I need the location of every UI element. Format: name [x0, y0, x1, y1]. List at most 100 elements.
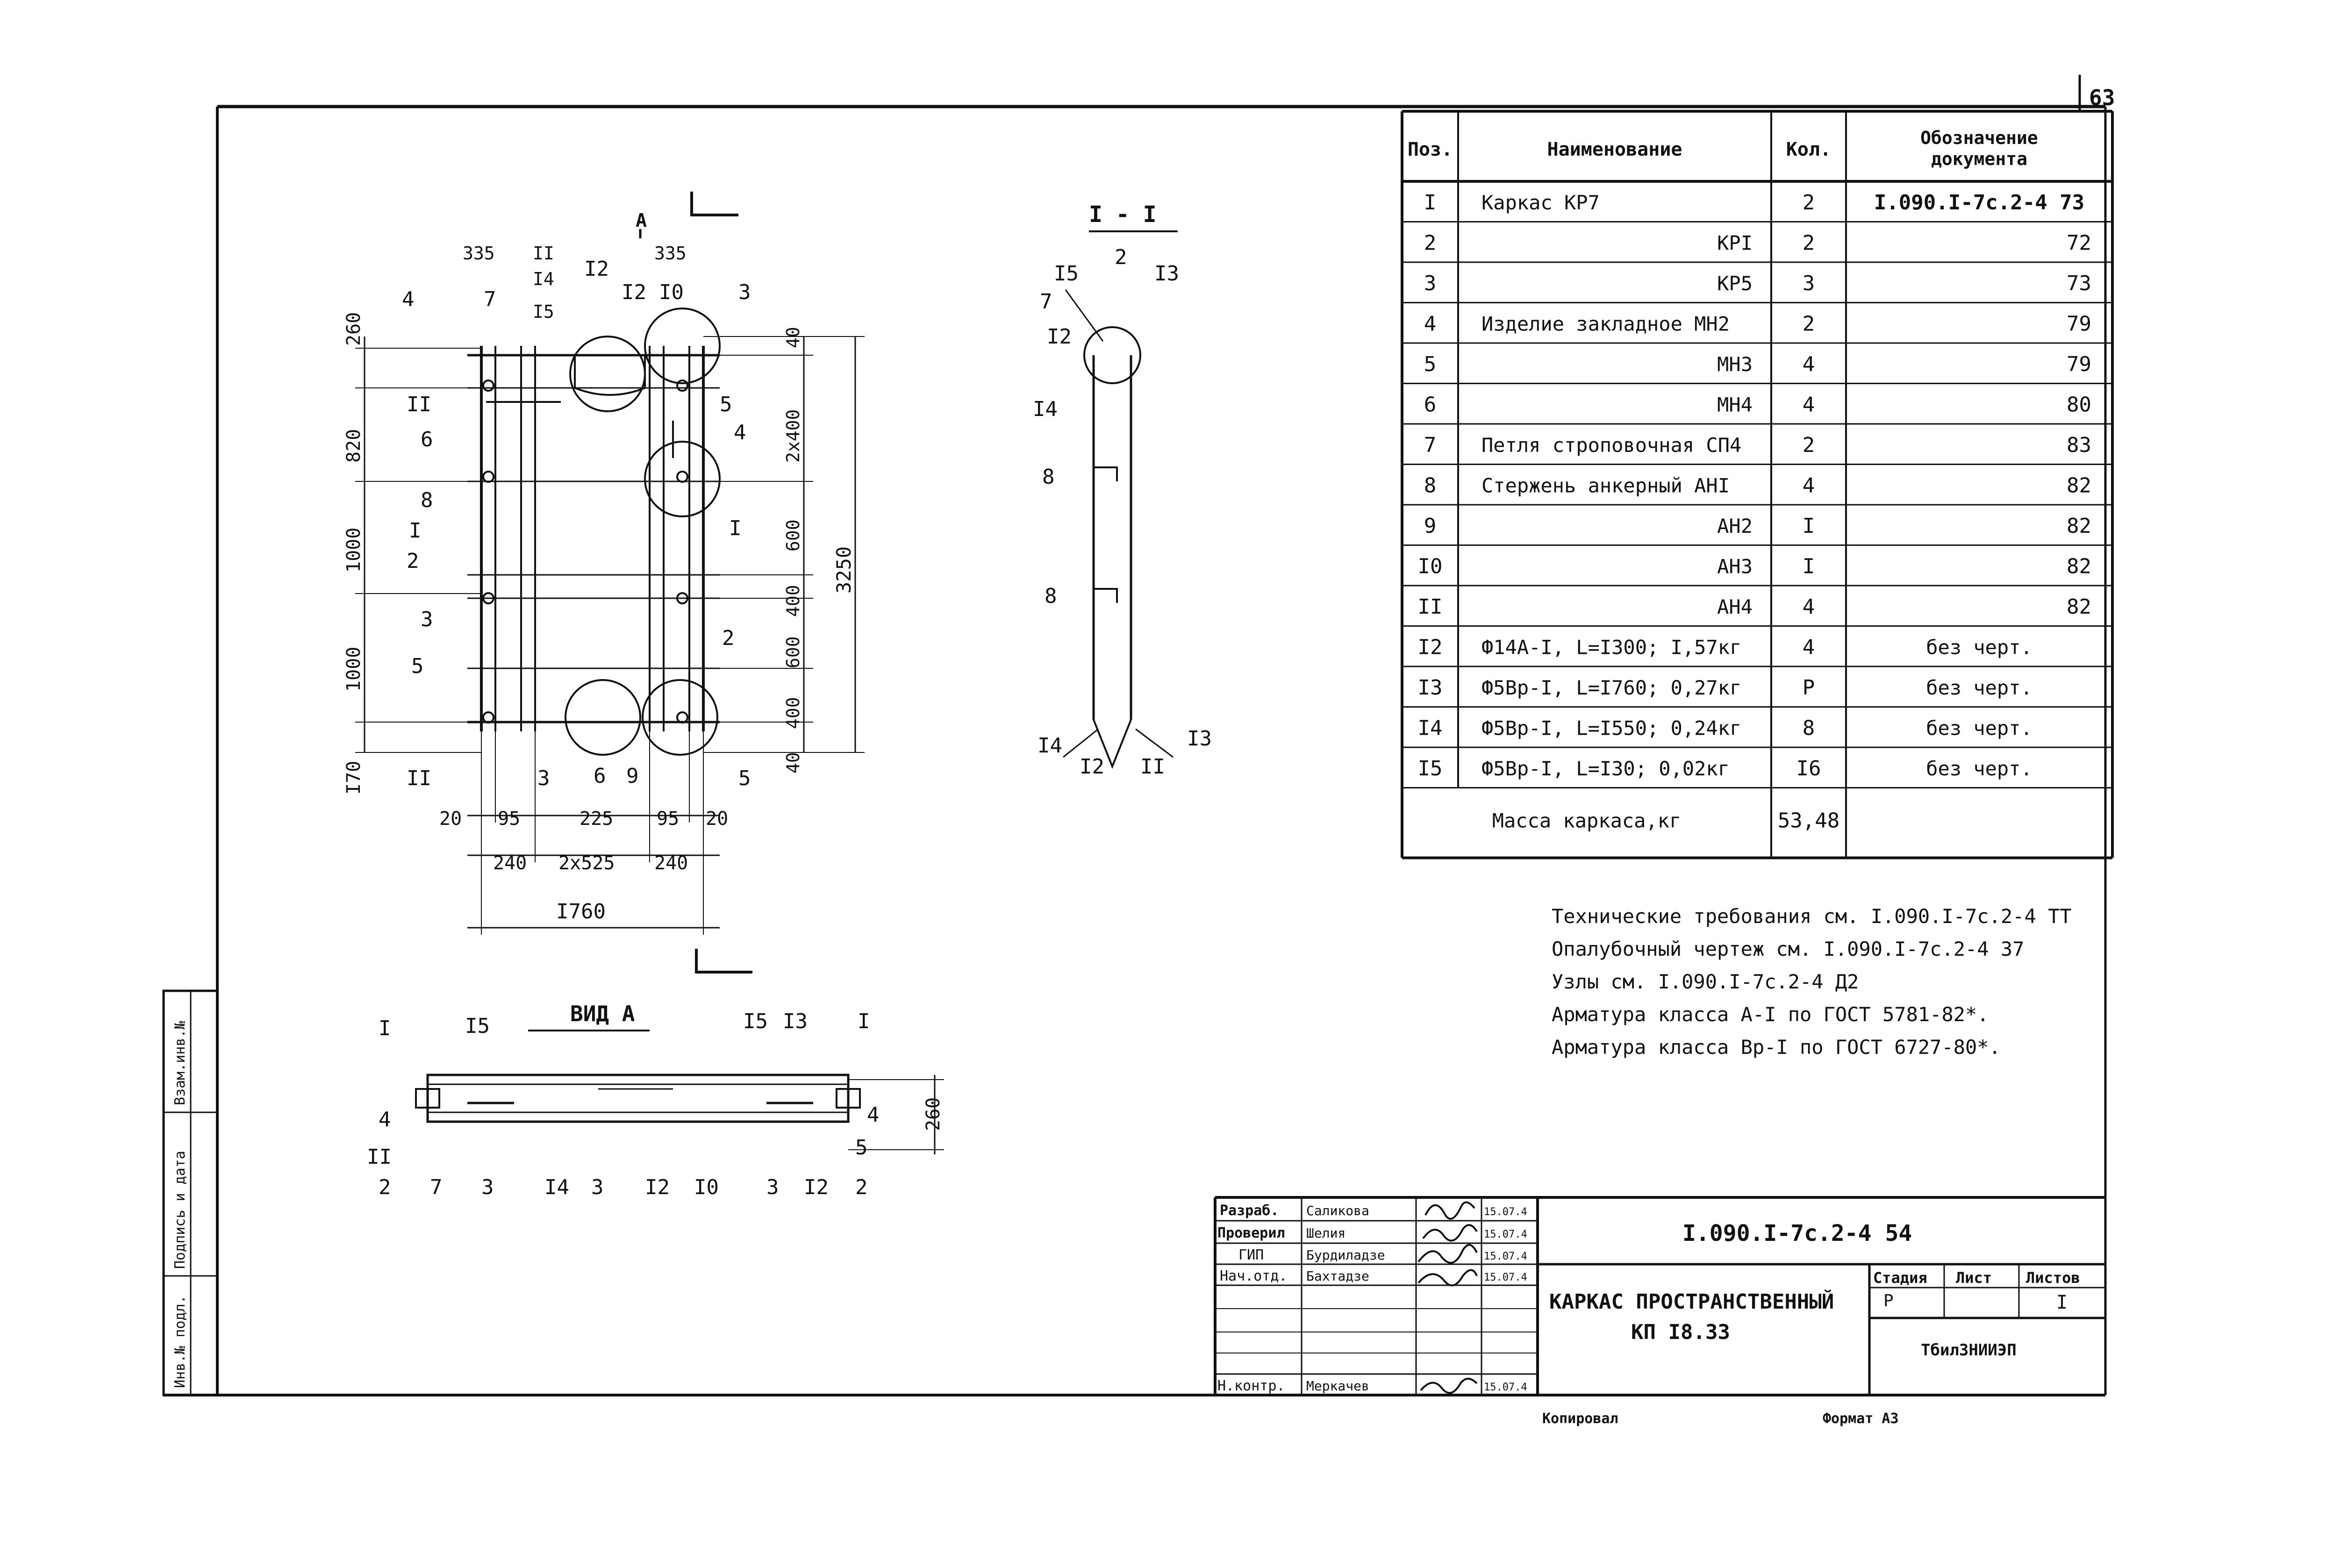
view-a-title: ВИД А — [570, 1001, 635, 1026]
section-marker-a: А — [636, 210, 647, 231]
table-cell-pos: 2 — [1424, 231, 1437, 255]
va-callout-3a: 3 — [481, 1175, 494, 1199]
signer-role-3: ГИП — [1238, 1247, 1264, 1263]
callout-6: 6 — [421, 428, 433, 451]
table-cell-qty: 3 — [1803, 272, 1815, 295]
stage-label: Стадия — [1873, 1269, 1927, 1287]
table-cell-doc: 80 — [2067, 393, 2091, 417]
table-cell-pos: 4 — [1424, 312, 1437, 336]
table-cell-pos: I4 — [1418, 716, 1443, 740]
table-cell-doc: 82 — [2067, 514, 2091, 538]
sec-callout-8b: 8 — [1045, 584, 1057, 608]
signer-role-2: Проверил — [1217, 1225, 1285, 1241]
dim-top-335a: 335 — [463, 243, 495, 264]
callout-6-bottom: 6 — [594, 764, 606, 788]
table-cell-qty: 2 — [1803, 191, 1815, 215]
va-callout-3c: 3 — [766, 1175, 779, 1199]
sec-callout-12-bottom: I2 — [1080, 755, 1104, 779]
table-cell-pos: I3 — [1418, 676, 1443, 700]
table-cell-doc: 72 — [2067, 231, 2091, 255]
footer-copied: Копировал — [1542, 1410, 1618, 1427]
note-1: Технические требования см. I.090.I-7с.2-… — [1552, 905, 2072, 928]
va-callout-1-left: I — [379, 1017, 391, 1040]
callout-3-bottom: 3 — [537, 766, 550, 790]
table-cell-qty: I — [1803, 514, 1815, 538]
dim-top-11: II — [533, 243, 554, 264]
table-cell-doc: без черт. — [1926, 717, 2032, 740]
table-cell-doc: 79 — [2067, 312, 2091, 336]
table-cell-name: Изделие закладное МН2 — [1481, 313, 1730, 336]
sec-callout-8a: 8 — [1042, 465, 1055, 489]
plan-view — [355, 192, 865, 974]
va-callout-3b: 3 — [591, 1175, 604, 1199]
table-cell-qty: 4 — [1803, 352, 1815, 376]
table-cell-name: Петля строповочная СП4 — [1481, 434, 1741, 457]
signer-date-1: 15.07.4 — [1484, 1206, 1527, 1218]
dim-right-40b: 40 — [783, 752, 803, 773]
table-cell-name: АН2 — [1717, 515, 1753, 537]
sheet-label: Лист — [1956, 1269, 1992, 1287]
dim-bottom-240a: 240 — [493, 852, 527, 874]
note-2: Опалубочный чертеж см. I.090.I-7с.2-4 37 — [1552, 938, 2024, 960]
side-stamp: Инв.№ подл. Подпись и дата Взам.инв.№ — [162, 989, 219, 1396]
va-callout-15-right: I5 — [743, 1010, 768, 1033]
table-cell-qty: 4 — [1803, 393, 1815, 417]
table-mass-value: 53,48 — [1778, 809, 1839, 833]
table-cell-name: Ф5Вр-I, L=I30; 0,02кг — [1481, 757, 1730, 780]
va-callout-4-right: 4 — [867, 1103, 880, 1127]
table-cell-name: МН3 — [1717, 353, 1753, 376]
table-cell-qty: 4 — [1803, 595, 1815, 619]
va-callout-12b: I2 — [804, 1175, 829, 1199]
sec-callout-14-bottom: I4 — [1038, 734, 1062, 758]
table-header-qty: Кол. — [1786, 139, 1831, 160]
dim-bottom-240b: 240 — [654, 852, 688, 874]
side-stamp-inv: Инв.№ подл. — [172, 1295, 188, 1388]
table-cell-name: АН4 — [1717, 595, 1753, 618]
sec-callout-2: 2 — [1115, 245, 1127, 269]
dim-top-335b: 335 — [654, 243, 687, 264]
table-cell-doc: 82 — [2067, 595, 2091, 619]
va-callout-4-left: 4 — [379, 1108, 391, 1131]
dim-left-260: 260 — [343, 312, 365, 346]
dim-bottom-20a: 20 — [439, 808, 462, 830]
callout-2-right: 2 — [722, 626, 735, 650]
table-cell-pos: 5 — [1424, 352, 1437, 376]
sec-callout-13-top: I3 — [1154, 262, 1179, 286]
callout-4-right: 4 — [734, 421, 746, 444]
dim-top-15: I5 — [533, 301, 554, 322]
side-stamp-sign: Подпись и дата — [172, 1151, 188, 1269]
va-callout-13: I3 — [783, 1010, 808, 1033]
callout-11-bottom: II — [407, 766, 431, 790]
va-callout-15-left: I5 — [465, 1014, 490, 1038]
callout-1-right: I — [729, 516, 742, 540]
dim-bottom-20b: 20 — [706, 808, 728, 830]
table-cell-pos: 9 — [1424, 514, 1437, 538]
callout-10: I0 — [659, 280, 684, 304]
signer-date-4: 15.07.4 — [1484, 1272, 1527, 1283]
section-labels: I - I I5 2 I3 7 I2 I4 8 8 I4 I2 II I3 — [1033, 201, 1212, 779]
table-cell-qty: I6 — [1796, 757, 1821, 780]
table-cell-pos: 8 — [1424, 474, 1437, 498]
table-cell-pos: 3 — [1424, 272, 1437, 295]
table-cell-pos: I0 — [1418, 555, 1443, 579]
note-3: Узлы см. I.090.I-7с.2-4 Д2 — [1552, 970, 1859, 993]
sec-callout-11: II — [1140, 755, 1165, 779]
sec-callout-7: 7 — [1040, 290, 1052, 314]
table-cell-pos: 6 — [1424, 393, 1437, 417]
drawing-title-1: КАРКАС ПРОСТРАНСТВЕННЫЙ — [1549, 1289, 1834, 1314]
callout-3-top: 3 — [738, 280, 751, 304]
table-cell-qty: 2 — [1803, 231, 1815, 255]
table-cell-pos: I2 — [1418, 636, 1443, 659]
va-callout-2-right: 2 — [855, 1175, 868, 1199]
sec-callout-15: I5 — [1054, 262, 1079, 286]
table-cell-name: КР5 — [1717, 272, 1753, 295]
va-callout-14: I4 — [544, 1175, 569, 1199]
va-callout-2-left: 2 — [379, 1175, 391, 1199]
table-cell-qty: 2 — [1803, 433, 1815, 457]
table-header-doc-2: документа — [1931, 149, 2027, 169]
signatures — [1417, 1201, 1478, 1394]
table-header-pos: Поз. — [1408, 139, 1453, 160]
table-cell-qty: Р — [1803, 676, 1815, 700]
